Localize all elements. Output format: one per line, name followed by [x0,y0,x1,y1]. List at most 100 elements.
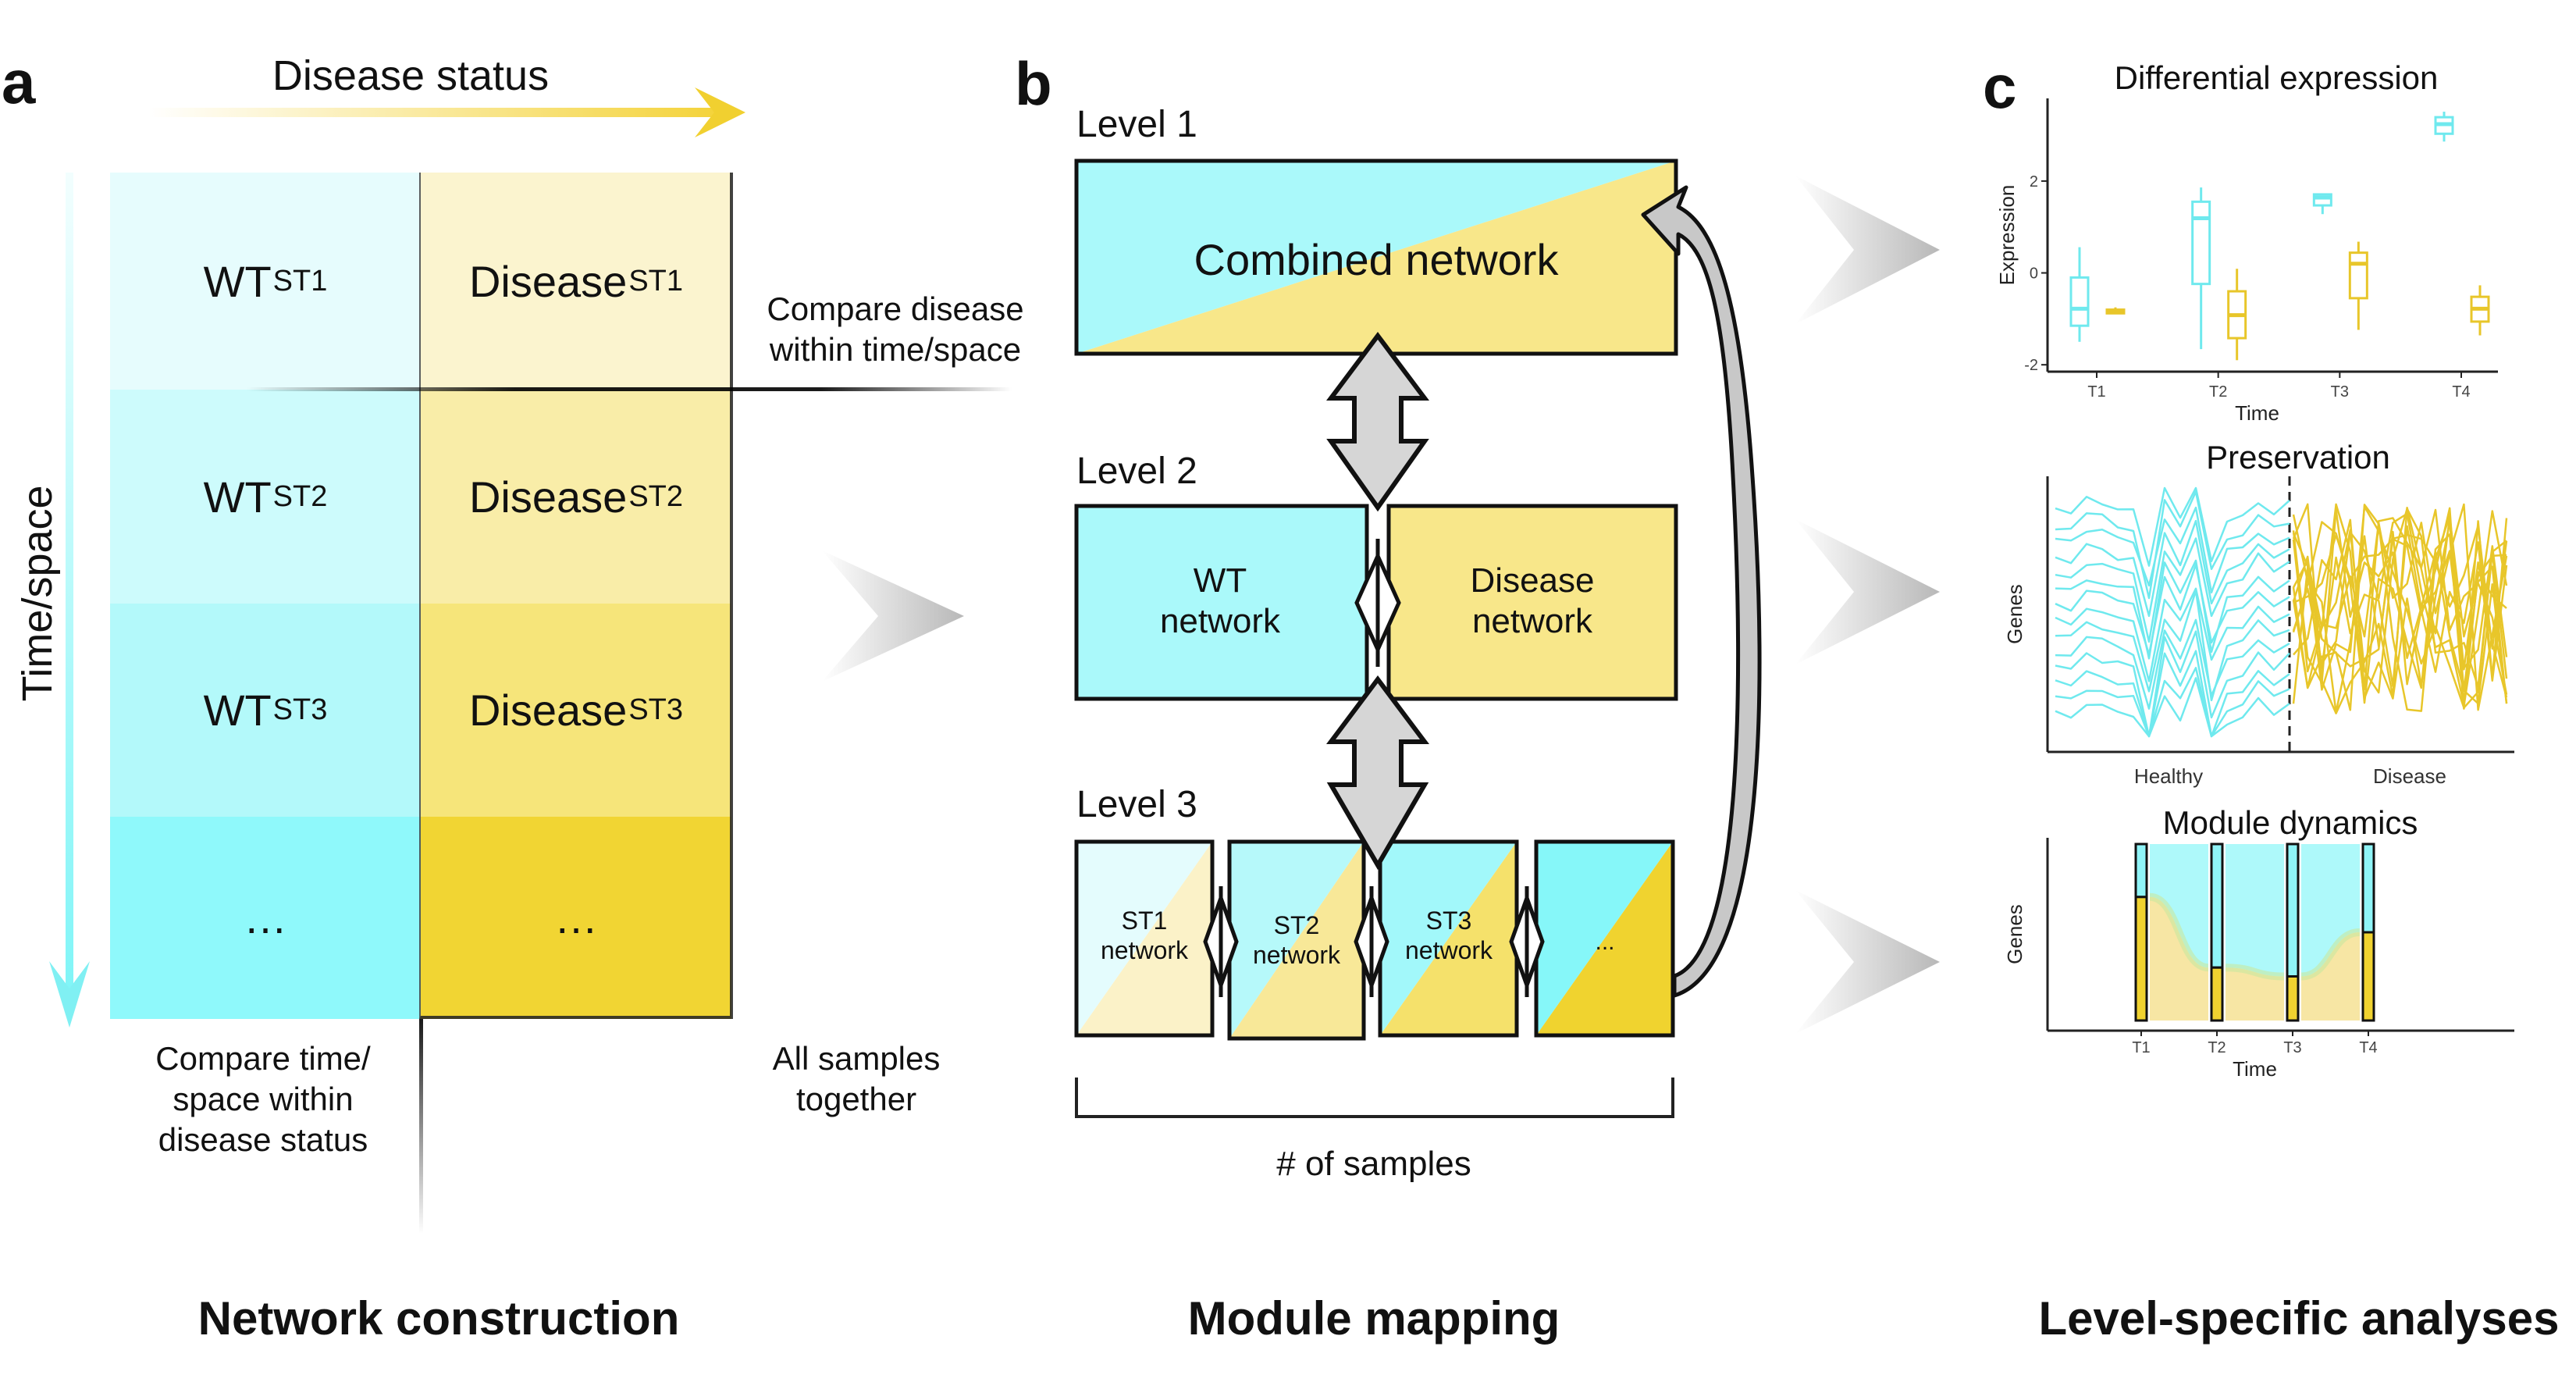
chevrons [822,176,1940,1034]
stratum-cyan-t4 [2361,842,2375,934]
box-disease-t1 [2105,307,2126,315]
x-tick-label: T4 [2359,1039,2377,1056]
stratum-cyan-t1 [2134,842,2148,899]
chevron-b-to-c2-icon [1795,519,1940,664]
time-space-arrow [49,173,90,1028]
iqr-box [2348,251,2368,300]
x-axis-label: Time [2233,1057,2277,1081]
panel-c-letter: c [1983,52,2017,121]
samples-count-label: # of samples [1276,1145,1471,1183]
stratum-yellow-t2 [2210,966,2224,1022]
y-axis-label: Expression [1995,185,2019,286]
healthy-gene-line [2055,559,2290,660]
st2-st3-compare-icon [1354,886,1389,997]
module-mapping-title: Module mapping [1187,1292,1560,1345]
chevron-b-to-c1-icon [1795,176,1940,324]
disease-gene-line [2292,505,2507,709]
de-chart-title: Differential expression [2114,59,2439,96]
flow-transition [2225,964,2285,981]
module-mapping-diagram [1074,159,1762,1118]
x-tick-label: T2 [2208,1039,2226,1056]
flow-cyan [2150,844,2208,968]
level-1-label: Level 1 [1076,104,1197,145]
healthy-gene-line [2055,667,2290,738]
healthy-gene-line [2055,650,2290,738]
healthy-gene-line [2055,490,2290,600]
stratum-cyan-t2 [2210,842,2224,969]
disease-status-arrow [148,87,745,137]
y-tick-label: 2 [2030,173,2038,191]
box-disease-t2 [2227,269,2247,361]
flow-transition [2149,892,2209,972]
panel-a-letter: a [2,48,36,116]
x-tick-label: T3 [2283,1039,2301,1056]
level-specific-title: Level-specific analyses [2038,1292,2560,1345]
st1-network-box [1074,839,1215,1038]
flow-transition [2300,928,2361,981]
st2-network-box [1227,839,1366,1041]
chevron-a-to-b-icon [822,550,964,682]
stratum-yellow-t1 [2134,896,2148,1022]
flow-yellow [2301,932,2360,1021]
box-disease-t3 [2348,241,2368,330]
combined-network-label: Combined network [1194,235,1559,284]
healthy-gene-line [2055,506,2290,594]
comparison-lines [247,387,1012,1234]
box-wt-t4 [2434,112,2454,142]
healthy-gene-line [2055,590,2290,702]
stratum-yellow-t3 [2286,975,2300,1022]
box-wt-t2 [2191,187,2211,350]
samples-bracket [1075,1078,1674,1118]
x-tick-label: T1 [2087,383,2105,401]
more-network-box [1534,839,1675,1038]
feedback-curved-arrow-icon [1641,185,1762,998]
y-axis-label: Genes [2003,584,2026,644]
iqr-box [2069,276,2090,327]
more-network-label: ... [1595,929,1615,955]
healthy-gene-line [2055,618,2290,710]
network-construction-title: Network construction [197,1292,680,1345]
healthy-gene-line [2055,563,2290,656]
panel-b-letter: b [1015,49,1052,118]
level-3-label: Level 3 [1076,784,1197,825]
flow-cyan [2226,844,2284,977]
stratum-yellow-t4 [2361,931,2375,1022]
y-axis-label: Genes [2003,904,2026,964]
wt-network-box [1074,504,1369,701]
combined-network-box [1074,159,1678,356]
box-disease-t4 [2470,285,2490,336]
level2-level3-arrow-icon [1326,675,1429,870]
x-tick-label: T2 [2209,383,2227,401]
x-tick-label: T3 [2331,383,2349,401]
st1-st2-compare-icon [1203,886,1239,997]
healthy-gene-line [2055,677,2290,738]
iqr-box [2191,200,2211,286]
disease-gene-line [2292,530,2508,686]
preservation-chart-title: Preservation [2206,439,2390,476]
iqr-box [2312,193,2332,207]
chevron-b-to-c3-icon [1795,890,1940,1034]
flow-cyan [2301,844,2360,977]
vertical-compare-line [419,1019,423,1234]
disease-column-outline [419,173,733,1019]
healthy-gene-line [2055,486,2290,567]
module-dynamics-title: Module dynamics [2162,804,2418,841]
y-tick-label: 0 [2030,265,2038,283]
x-label-disease: Disease [2373,764,2446,788]
disease-status-label: Disease status [272,52,550,99]
level-2-label: Level 2 [1076,451,1197,492]
